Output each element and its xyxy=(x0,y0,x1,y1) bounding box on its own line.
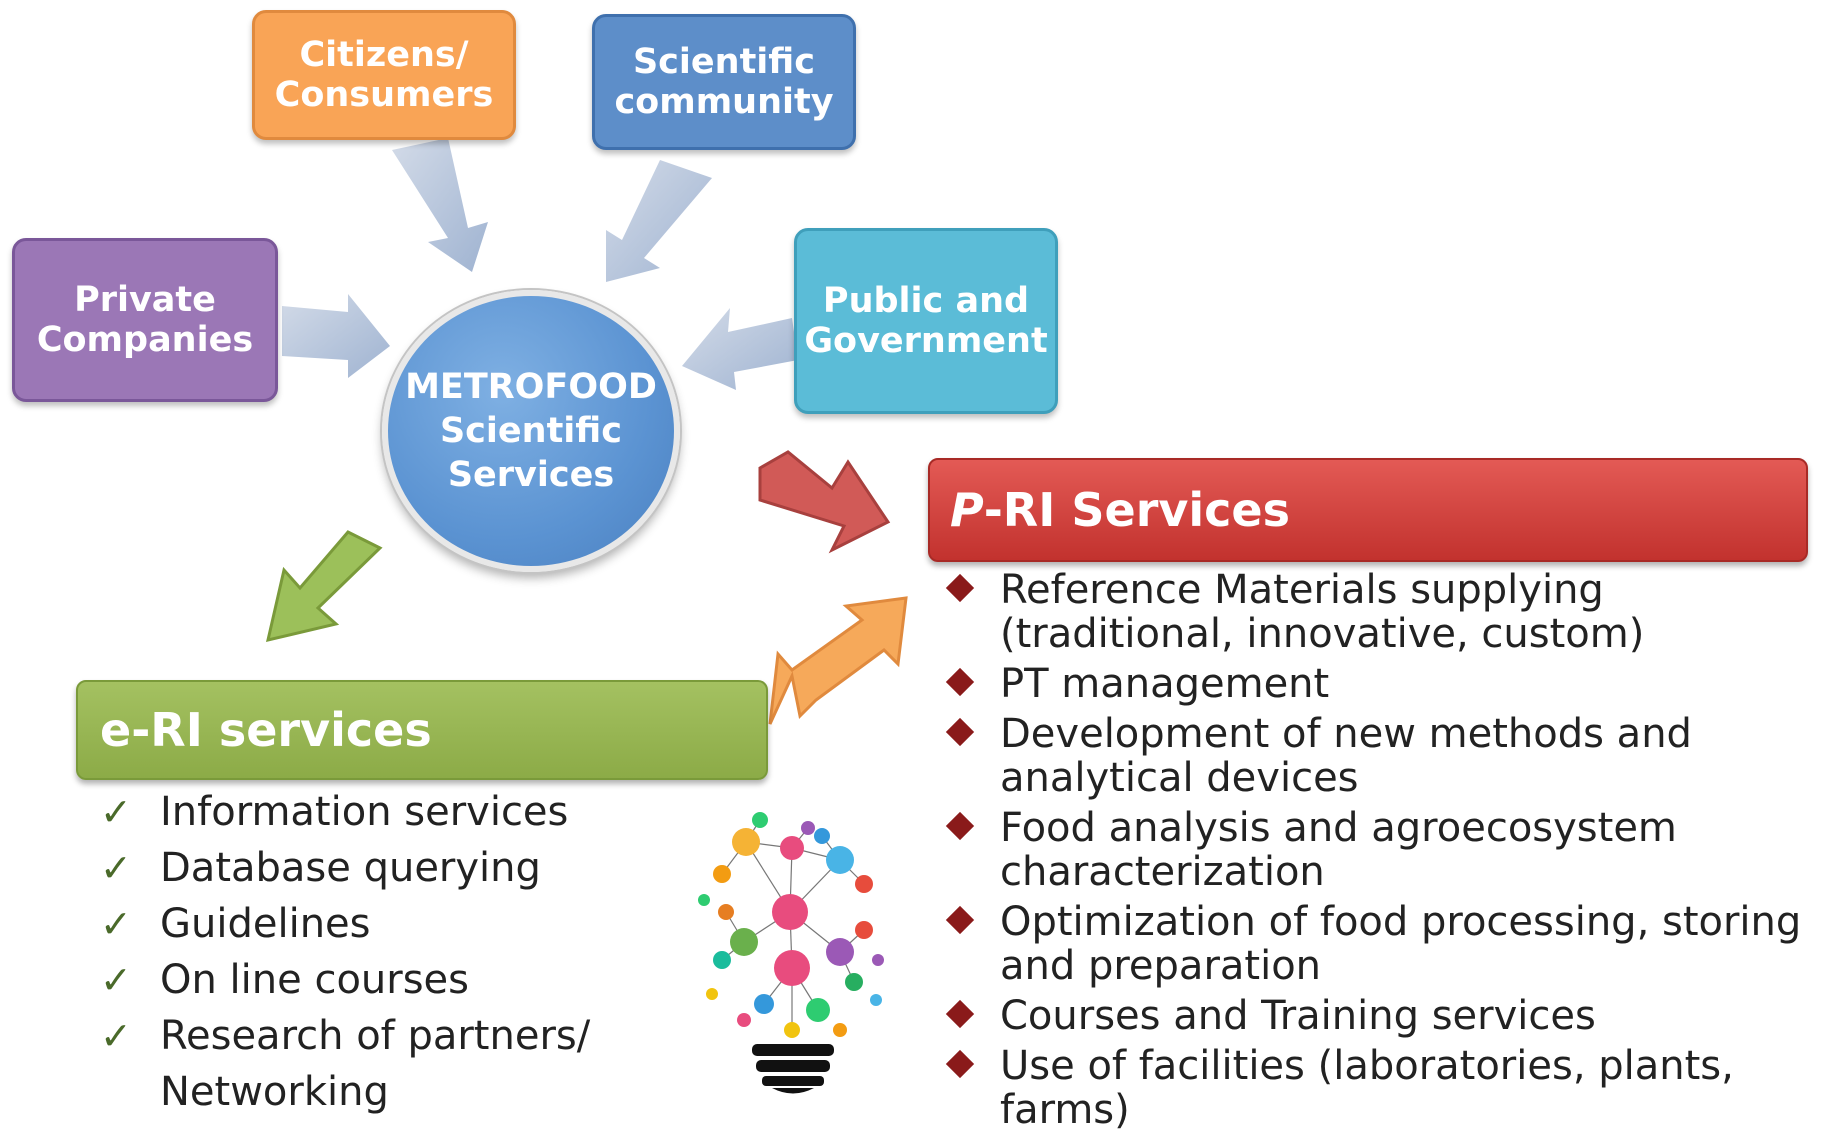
list-item: Optimization of food processing, storing… xyxy=(945,899,1826,989)
arrow-center-to-eri xyxy=(266,530,383,643)
check-icon: ✓ xyxy=(100,1014,132,1058)
arrows-layer xyxy=(266,138,908,725)
stakeholder-private-companies: Private Companies xyxy=(12,238,278,402)
pri-item-text: PT management xyxy=(1000,661,1330,707)
pri-item-text: Reference Materials supplying (tradition… xyxy=(1000,567,1645,657)
list-item: Development of new methods and analytica… xyxy=(945,711,1826,801)
pri-title-prefix: P xyxy=(950,483,984,537)
list-item: Food analysis and agroecosystem characte… xyxy=(945,805,1826,895)
arrow-scientific-to-center xyxy=(606,160,712,282)
stakeholder-scientific-label: Scientific community xyxy=(614,42,834,122)
eri-item-text: On line courses xyxy=(160,957,470,1003)
center-circle-metrofood: METROFOOD Scientific Services xyxy=(382,290,680,572)
diamond-bullet-icon xyxy=(945,811,975,841)
pri-item-text: Use of facilities (laboratories, plants,… xyxy=(1000,1043,1734,1133)
pri-item-text: Optimization of food processing, storing… xyxy=(1000,899,1802,989)
arrow-private-to-center xyxy=(282,294,390,378)
eri-services-header: e-RI services xyxy=(76,680,768,780)
stakeholder-citizens-label: Citizens/ Consumers xyxy=(274,35,494,115)
arrow-public-to-center xyxy=(682,308,798,390)
list-item: Reference Materials supplying (tradition… xyxy=(945,567,1826,657)
diamond-bullet-icon xyxy=(945,717,975,747)
list-item: ✓ On line courses xyxy=(100,952,680,1008)
eri-item-text: Guidelines xyxy=(160,901,371,947)
list-item: PT management xyxy=(945,661,1826,707)
check-icon: ✓ xyxy=(100,846,132,890)
pri-services-header: P-RI Services xyxy=(928,458,1808,562)
pri-item-text: Food analysis and agroecosystem characte… xyxy=(1000,805,1677,895)
double-arrow-eri-pri xyxy=(768,596,908,725)
diamond-bullet-icon xyxy=(945,1049,975,1079)
pri-services-list: Reference Materials supplying (tradition… xyxy=(945,567,1826,1138)
arrow-center-to-pri xyxy=(758,450,891,554)
diamond-bullet-icon xyxy=(945,573,975,603)
eri-item-text: Research of partners/ Networking xyxy=(160,1013,591,1115)
diamond-bullet-icon xyxy=(945,999,975,1029)
arrow-citizens-to-center xyxy=(392,138,488,272)
list-item: ✓ Information services xyxy=(100,784,680,840)
stakeholder-citizens: Citizens/ Consumers xyxy=(252,10,516,140)
stakeholder-public-label: Public and Government xyxy=(804,281,1048,361)
eri-item-text: Database querying xyxy=(160,845,541,891)
check-icon: ✓ xyxy=(100,958,132,1002)
diamond-bullet-icon xyxy=(945,905,975,935)
stakeholder-scientific-community: Scientific community xyxy=(592,14,856,150)
eri-item-text: Information services xyxy=(160,789,569,835)
list-item: ✓ Research of partners/ Networking xyxy=(100,1008,680,1120)
list-item: Use of facilities (laboratories, plants,… xyxy=(945,1043,1826,1133)
stakeholder-private-label: Private Companies xyxy=(36,280,254,360)
list-item: ✓ Guidelines xyxy=(100,896,680,952)
stakeholder-public-government: Public and Government xyxy=(794,228,1058,414)
eri-title: e-RI services xyxy=(100,703,432,757)
check-icon: ✓ xyxy=(100,902,132,946)
center-label: METROFOOD Scientific Services xyxy=(405,367,657,495)
list-item: ✓ Database querying xyxy=(100,840,680,896)
pri-title-rest: -RI Services xyxy=(983,483,1290,537)
pri-item-text: Development of new methods and analytica… xyxy=(1000,711,1692,801)
check-icon: ✓ xyxy=(100,790,132,834)
list-item: Courses and Training services xyxy=(945,993,1826,1039)
diamond-bullet-icon xyxy=(945,667,975,697)
pri-item-text: Courses and Training services xyxy=(1000,993,1596,1039)
eri-services-list: ✓ Information services ✓ Database querying… xyxy=(100,784,680,1120)
